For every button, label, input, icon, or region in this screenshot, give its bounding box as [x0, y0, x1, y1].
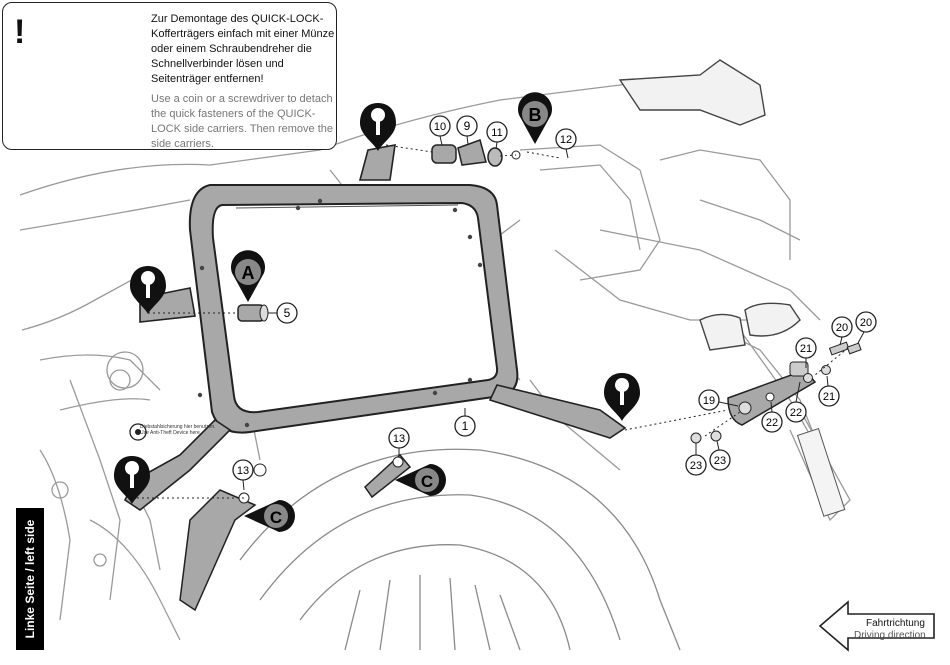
part-callout-5: 5: [268, 302, 298, 324]
svg-text:23: 23: [690, 460, 702, 472]
bracket-part-13: [179, 453, 412, 612]
svg-text:21: 21: [800, 343, 812, 355]
svg-text:12: 12: [560, 134, 572, 146]
svg-text:23: 23: [714, 455, 726, 467]
driving-direction-en: Driving direction: [854, 630, 926, 641]
letter-C: C: [421, 472, 433, 491]
part-number-callouts: 1 5 10 9 11 12 13 13 19 20 20 21 21 22 2…: [232, 115, 877, 491]
spacer-part-5: [237, 304, 269, 322]
anti-theft-label: Diebstahlsicherung hier benutzen. Use An…: [140, 424, 216, 436]
callout-B: B: [518, 92, 552, 144]
svg-text:13: 13: [393, 433, 405, 445]
svg-text:21: 21: [823, 391, 835, 403]
svg-text:11: 11: [491, 127, 502, 139]
part-callout-22: 22: [761, 401, 783, 433]
svg-text:9: 9: [464, 119, 471, 133]
letter-C: C: [270, 508, 282, 527]
part-callout-23: 23: [709, 440, 731, 471]
part-callout-19: 19: [698, 389, 739, 411]
callout-C-bottom: C: [244, 500, 295, 532]
part-callout-21: 21: [795, 337, 817, 368]
svg-text:!: !: [14, 13, 25, 51]
assembly-lines: [132, 144, 849, 499]
instruction-text-de: Zur Demontage des QUICK-LOCK-Kofferträge…: [151, 13, 335, 85]
part-callout-12: 12: [555, 128, 577, 159]
screwdriver-marker-icon: [114, 103, 640, 504]
part-callout-13: 13: [232, 459, 254, 491]
callout-C-top: C: [395, 464, 446, 496]
svg-text:10: 10: [434, 121, 446, 133]
instruction-box: ! Zur Demontage des QUICK-LOCK-Kofferträ…: [2, 2, 337, 150]
part-callout-20: 20: [831, 316, 853, 346]
svg-text:5: 5: [284, 306, 291, 320]
svg-text:13: 13: [237, 465, 249, 477]
front-bracket-hardware: [690, 341, 862, 517]
side-label: Linke Seite / left side: [16, 508, 44, 650]
part-callout-22: 22: [785, 381, 807, 423]
callout-A: A: [231, 250, 265, 302]
part-callout-21: 21: [818, 375, 840, 407]
instruction-text-en: Use a coin or a screwdriver to detach th…: [151, 93, 333, 150]
top-mount-hardware: [431, 139, 521, 167]
part-callout-9: 9: [456, 115, 478, 145]
svg-text:22: 22: [766, 417, 778, 429]
driving-direction-de: Fahrtrichtung: [866, 618, 925, 629]
svg-text:22: 22: [790, 407, 802, 419]
part-callout-13: 13: [388, 427, 410, 456]
part-callout-23: 23: [685, 443, 707, 476]
part-callout-11: 11: [486, 121, 508, 150]
part-callout-10: 10: [429, 115, 451, 146]
svg-text:1: 1: [462, 419, 469, 433]
tail-rack: [618, 59, 801, 351]
svg-text:19: 19: [703, 395, 715, 407]
arrow-left-icon: [818, 600, 935, 652]
exclamation-icon: !: [14, 13, 25, 51]
part-callout-20: 20: [855, 311, 877, 344]
side-label-text: Linke Seite / left side: [23, 519, 37, 639]
letter-A: A: [242, 263, 255, 283]
letter-B: B: [529, 105, 542, 125]
svg-text:20: 20: [860, 317, 872, 329]
rear-wheel: [239, 448, 681, 651]
svg-text:20: 20: [836, 322, 848, 334]
side-carrier-frame: [123, 144, 627, 511]
part-callout-1: 1: [454, 408, 476, 437]
